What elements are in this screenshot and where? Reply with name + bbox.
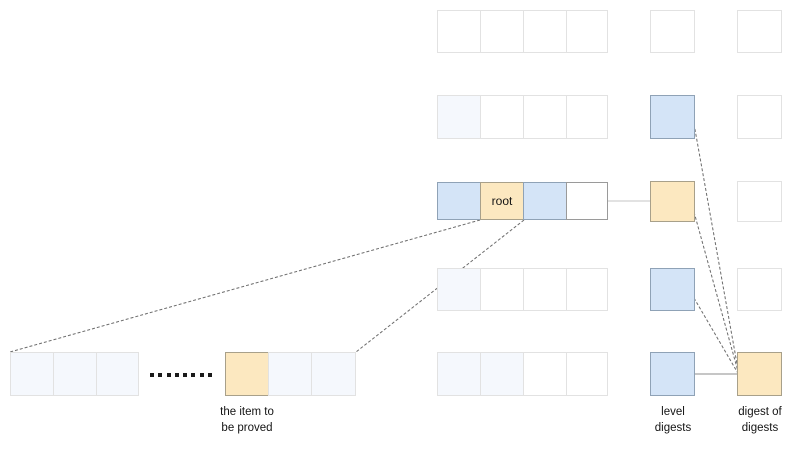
- row-2-cell-2[interactable]: [480, 95, 524, 139]
- ellipsis-dot: [207, 372, 212, 377]
- row-2-cell-4[interactable]: [566, 95, 608, 139]
- leaf-cell-item-to-be-proved[interactable]: [225, 352, 269, 396]
- edge-leveldigest-row3-to-digest: [693, 211, 740, 376]
- row-2-level-digest[interactable]: [650, 95, 695, 139]
- caption-item-to-be-proved: the item to be proved: [220, 406, 274, 434]
- ellipsis-dot: [174, 372, 179, 377]
- caption-digest-of-digests: digest of digests: [738, 406, 782, 434]
- edge-root-left-to-leafrow-start: [9, 219, 481, 353]
- row-5-cell-4[interactable]: [566, 352, 608, 396]
- row-4-cell-4[interactable]: [566, 268, 608, 311]
- row-5-cell-1[interactable]: [437, 352, 481, 396]
- leaf-cell-1[interactable]: [10, 352, 54, 396]
- row-2-cell-3[interactable]: [523, 95, 567, 139]
- leaf-cell-6[interactable]: [311, 352, 356, 396]
- row-5-cell-2[interactable]: [480, 352, 524, 396]
- ellipsis-dot: [166, 372, 171, 377]
- row-3-digest[interactable]: [737, 181, 782, 222]
- row-2-cell-1[interactable]: [437, 95, 481, 139]
- row-3-cell-4[interactable]: [566, 182, 608, 220]
- row-1-cell-1[interactable]: [437, 10, 481, 53]
- row-4-digest[interactable]: [737, 268, 782, 311]
- ellipsis-dot: [150, 372, 154, 377]
- row-3-cell-1[interactable]: [437, 182, 481, 220]
- leaf-cell-2[interactable]: [53, 352, 97, 396]
- row-3-cell-root[interactable]: root: [480, 182, 524, 220]
- row-3-level-digest[interactable]: [650, 181, 695, 222]
- ellipsis-dot: [191, 372, 196, 377]
- row-4-cell-1[interactable]: [437, 268, 481, 311]
- ellipsis-dot: [183, 372, 188, 377]
- row-1-level-digest[interactable]: [650, 10, 695, 53]
- row-5-cell-3[interactable]: [523, 352, 567, 396]
- row-4-cell-3[interactable]: [523, 268, 567, 311]
- ellipsis-dot: [199, 372, 204, 377]
- row-5-digest-of-digests[interactable]: [737, 352, 782, 396]
- row-4-level-digest[interactable]: [650, 268, 695, 311]
- row-4-cell-2[interactable]: [480, 268, 524, 311]
- caption-level-digests: level digests: [654, 406, 692, 434]
- row-5-level-digest[interactable]: [650, 352, 695, 396]
- ellipsis-dot: [158, 372, 163, 377]
- row-1-digest[interactable]: [737, 10, 782, 53]
- leaf-cell-3[interactable]: [96, 352, 139, 396]
- ellipsis-leaf-cells: [150, 372, 212, 377]
- edge-leveldigest-row4-to-digest: [693, 297, 740, 376]
- row-1-cell-2[interactable]: [480, 10, 524, 53]
- root-label: root: [491, 194, 513, 208]
- edge-leveldigest-row2-to-digest: [693, 123, 740, 376]
- row-3-cell-3[interactable]: [523, 182, 567, 220]
- row-2-digest[interactable]: [737, 95, 782, 139]
- leaf-cell-5[interactable]: [268, 352, 312, 396]
- row-1-cell-3[interactable]: [523, 10, 567, 53]
- row-1-cell-4[interactable]: [566, 10, 608, 53]
